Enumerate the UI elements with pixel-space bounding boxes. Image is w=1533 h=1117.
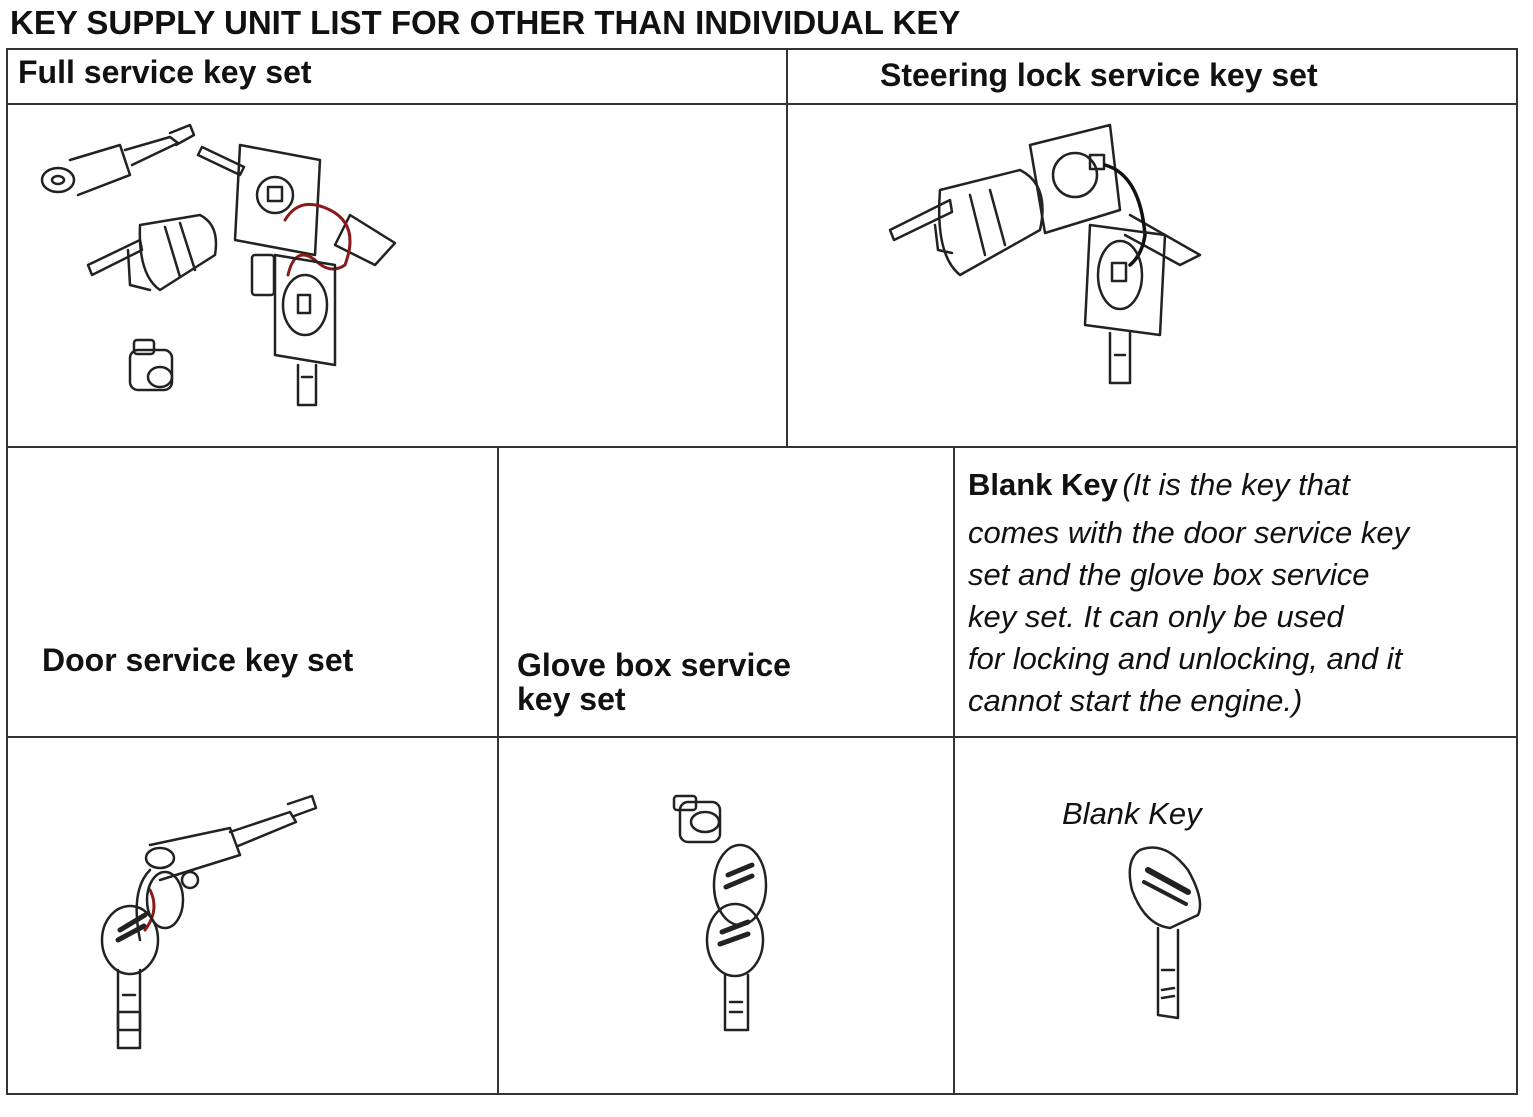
blank-key-desc-line-3: key set. It can only be used: [968, 599, 1344, 634]
grid-row2: [6, 446, 1518, 448]
glove-box-key-set-illustration: [672, 794, 768, 1032]
full-service-key-set-header: Full service key set: [18, 54, 312, 90]
blank-key-title: Blank Key: [968, 467, 1118, 502]
grid-row3: [6, 736, 1518, 738]
blank-key-desc-line-2: set and the glove box service: [968, 557, 1370, 592]
blank-key-desc-line-1: comes with the door service key: [968, 515, 1410, 550]
grid-col-top-mid: [786, 48, 788, 446]
door-service-key-set-header: Door service key set: [42, 642, 354, 678]
steering-cylinder-icon: [888, 168, 1044, 277]
page-title: KEY SUPPLY UNIT LIST FOR OTHER THAN INDI…: [10, 4, 961, 41]
blank-key-desc-line-4: for locking and unlocking, and it: [968, 641, 1403, 676]
blank-key-desc-line-5: cannot start the engine.): [968, 683, 1303, 718]
blank-key-header: Blank Key (It is the key that comes with…: [968, 464, 1508, 722]
grid-top: [6, 48, 1518, 50]
grid-bottom: [6, 1093, 1518, 1095]
glove-box-service-key-set-header: Glove box service key set: [517, 648, 791, 716]
grid-left: [6, 48, 8, 1095]
steering-cylinder-icon: [86, 213, 218, 292]
steering-lock-key-set-illustration: [888, 123, 1202, 385]
blank-key-illustration: [1128, 846, 1202, 1020]
grid-row1: [6, 103, 1518, 105]
blank-key-caption: Blank Key: [1062, 796, 1202, 831]
door-service-key-set-illustration: [100, 794, 318, 1050]
small-lock-icon: [128, 338, 174, 392]
grid-right: [1516, 48, 1518, 1095]
steering-lock-key-set-header: Steering lock service key set: [880, 57, 1318, 93]
glove-box-label-line1: Glove box service: [517, 647, 791, 683]
grid-col-bottom-1: [497, 446, 499, 1095]
lock-cylinder-icon: [40, 123, 196, 197]
glove-box-lock-icon: [672, 794, 722, 844]
blank-key-desc-line-0: (It is the key that: [1122, 467, 1350, 502]
full-service-key-set-illustration: [40, 123, 397, 407]
grid-col-bottom-2: [953, 446, 955, 1095]
glove-box-label-line2: key set: [517, 681, 626, 717]
door-lock-cylinder-icon: [144, 794, 318, 890]
